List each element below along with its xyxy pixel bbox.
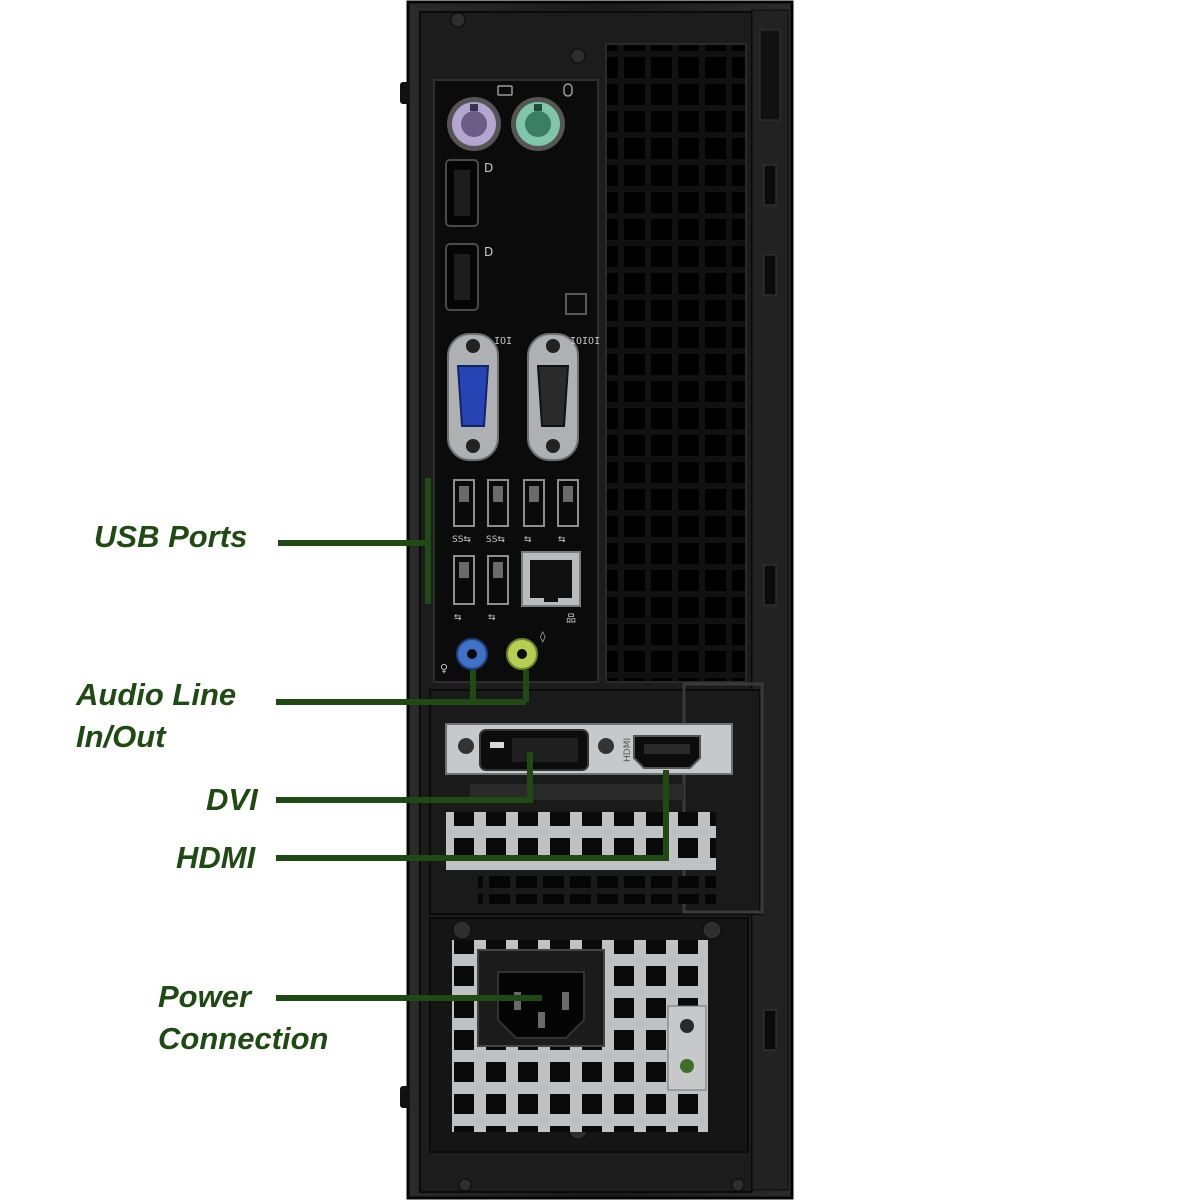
usb-port: [453, 555, 475, 605]
vga-port: [447, 333, 499, 461]
usb-icon: SS⇆: [486, 535, 505, 545]
power-label-line1: Power: [158, 979, 252, 1014]
hdmi-label-text: HDMI: [176, 840, 256, 875]
slot-grill: [446, 812, 716, 870]
hdmi-leader: [276, 770, 669, 861]
usb-port: [487, 555, 509, 605]
headphone-icon: ◊: [540, 630, 546, 643]
displayport-icon: D: [484, 161, 493, 175]
psu-test-panel: [667, 1005, 707, 1091]
usb-icon: SS⇆: [452, 535, 471, 545]
audio-line-label-line2: In/Out: [76, 719, 166, 754]
serial-port: [527, 333, 579, 461]
displayport-1: [445, 159, 479, 227]
power-connection-label: Power Connection: [158, 976, 329, 1060]
callout-lines: [276, 478, 669, 1001]
displayport-icon: D: [484, 245, 493, 259]
hdmi-label: HDMI: [176, 837, 255, 879]
usb-icon: ⇆: [558, 535, 566, 545]
microphone-icon: ♀: [440, 662, 448, 675]
usb-port: [487, 479, 509, 527]
keyboard-icon: [497, 85, 513, 96]
slot-grill-lower: [478, 876, 716, 904]
dvi-label-text: DVI: [206, 782, 258, 817]
mouse-icon: [563, 83, 573, 97]
audio-line-label-line1: Audio Line: [76, 677, 237, 712]
usb-ports-label: USB Ports: [94, 516, 247, 558]
displayport-2: [445, 243, 479, 311]
vga-icon: IOI: [494, 336, 512, 347]
vent-grill-upper: [605, 43, 747, 683]
ethernet-port: [521, 551, 581, 607]
usb-icon: ⇆: [524, 535, 532, 545]
usb-icon: ⇆: [488, 613, 496, 623]
usb-port: [523, 479, 545, 527]
usb-icon: ⇆: [454, 613, 462, 623]
ps2-keyboard-port: [447, 97, 501, 151]
audio-line-out-jack: [506, 638, 538, 670]
usb-port: [557, 479, 579, 527]
usb-ports-label-text: USB Ports: [94, 519, 248, 554]
audio-line-leader: [276, 670, 529, 705]
dvi-port: [479, 729, 589, 771]
audio-line-label: Audio Line In/Out: [76, 674, 236, 758]
ps2-mouse-port: [511, 97, 565, 151]
hdmi-icon: HDMI: [623, 738, 633, 762]
slot-cover: [470, 784, 684, 800]
usb-port: [453, 479, 475, 527]
dvi-leader: [276, 752, 533, 803]
audio-line-in-jack: [456, 638, 488, 670]
network-icon: 品: [566, 613, 576, 625]
dvi-label: DVI: [206, 779, 258, 821]
hdmi-port: [633, 735, 701, 769]
serial-icon: IOIOI: [570, 336, 600, 347]
power-label-line2: Connection: [158, 1021, 329, 1056]
